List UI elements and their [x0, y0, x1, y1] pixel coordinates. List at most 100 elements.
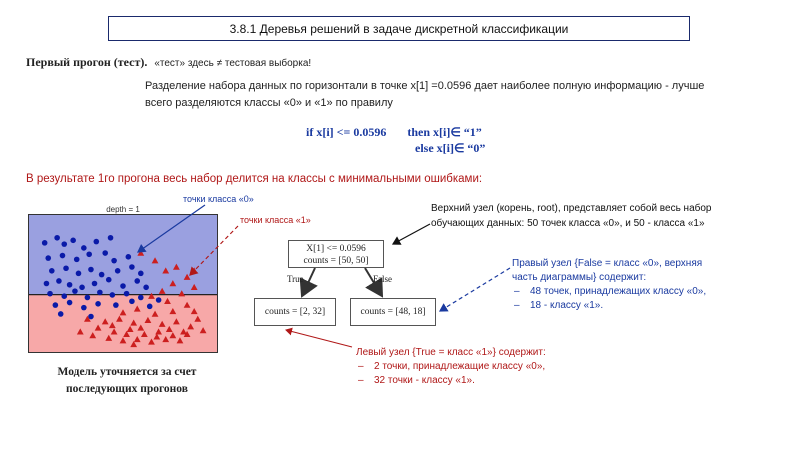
point-class0	[91, 280, 98, 287]
point-class0	[45, 255, 52, 261]
list-item: 2 точки, принадлежащие классу «0»,	[356, 360, 546, 374]
point-class1	[119, 309, 127, 316]
tree-left-node: counts = [2, 32]	[254, 298, 336, 326]
rule-then: then x[i]∈ “1”	[407, 125, 482, 139]
list-item: 48 точек, принадлежащих классу «0»,	[512, 285, 706, 299]
point-class1	[169, 332, 177, 339]
point-class1	[84, 315, 91, 322]
point-class1	[180, 328, 187, 335]
edge-true	[299, 267, 318, 298]
point-class0	[114, 268, 121, 274]
point-class0	[129, 264, 135, 270]
point-class1	[151, 310, 159, 317]
point-class1	[148, 292, 155, 299]
point-class0	[88, 266, 94, 273]
result-text: В результате 1го прогона весь набор дели…	[26, 173, 483, 185]
point-class0	[70, 237, 76, 244]
tree-root-node: X[1] <= 0.0596 counts = [50, 50]	[288, 240, 384, 268]
annotation-right: Правый узел {False = класс «0», верхняя …	[512, 257, 706, 313]
rule-else: else x[i]∈ “0”	[415, 141, 486, 155]
point-class1	[119, 337, 127, 344]
root-counts: counts = [50, 50]	[303, 256, 369, 266]
point-class1	[89, 332, 97, 339]
point-class0	[61, 241, 68, 247]
point-class1	[130, 341, 138, 348]
point-class1	[162, 267, 170, 274]
annotation-root: Верхний узел (корень, root), представляе…	[431, 201, 712, 231]
point-class0	[93, 238, 100, 245]
point-class0	[95, 301, 101, 307]
point-class1	[140, 330, 148, 338]
point-class1	[151, 257, 159, 264]
point-class1	[158, 320, 166, 327]
point-class0	[105, 276, 112, 283]
point-class0	[146, 303, 153, 310]
point-class0	[120, 283, 126, 289]
point-class1	[190, 308, 198, 315]
annotation-left: Левый узел {True = класс «1»} содержит: …	[356, 346, 546, 388]
point-class1	[126, 325, 134, 332]
point-class0	[88, 313, 94, 320]
annotation-root-1: Верхний узел (корень, root), представляе…	[431, 203, 712, 214]
arrow-root	[391, 223, 431, 245]
first-run-line: Первый прогон (тест). «тест» здесь ≠ тес…	[26, 55, 311, 70]
point-class0	[97, 289, 103, 296]
scatter-canvas	[28, 214, 218, 353]
point-class1	[105, 334, 113, 341]
point-class0	[155, 297, 162, 303]
point-class0	[129, 298, 135, 305]
point-class1	[108, 322, 116, 329]
point-class0	[41, 240, 48, 246]
point-class0	[43, 280, 50, 287]
point-class1	[153, 333, 161, 340]
split-explanation: Разделение набора данных по горизонтали …	[145, 78, 704, 112]
point-class1	[137, 324, 145, 331]
list-item: 32 точки - классу «1».	[356, 374, 546, 388]
point-class1	[183, 330, 191, 338]
point-class0	[81, 304, 87, 311]
point-class1	[173, 263, 180, 270]
point-class0	[56, 278, 62, 284]
point-class0	[86, 251, 92, 258]
point-class1	[123, 330, 130, 338]
true-label: True	[287, 274, 304, 284]
point-class1	[130, 319, 138, 326]
arrow-left-node	[285, 327, 353, 348]
scatter-plot: depth = 1	[28, 205, 218, 353]
point-class0	[79, 284, 85, 291]
point-class0	[84, 294, 91, 301]
point-class0	[138, 270, 144, 277]
point-class0	[111, 257, 117, 264]
point-class0	[98, 271, 105, 278]
point-class0	[138, 294, 144, 301]
point-class1	[133, 335, 141, 343]
first-run-heading: Первый прогон (тест).	[26, 55, 148, 69]
first-run-note: «тест» здесь ≠ тестовая выборка!	[154, 58, 312, 69]
annotation-root-2: обучающих данных: 50 точек класса «0», и…	[431, 218, 705, 229]
point-class0	[113, 302, 119, 308]
slide-title: 3.8.1 Деревья решений в задаче дискретно…	[229, 21, 569, 36]
split-text-2: всего разделяются классы «0» и «1» по пр…	[145, 97, 393, 109]
point-class1	[155, 328, 162, 335]
point-class0	[66, 299, 73, 306]
point-class1	[183, 301, 191, 308]
point-class0	[102, 250, 108, 256]
list-item: 18 - классу «1».	[512, 299, 706, 313]
point-class0	[107, 234, 114, 241]
point-class1	[194, 315, 202, 322]
point-class0	[125, 254, 132, 260]
point-class1	[101, 318, 109, 325]
point-class1	[162, 335, 170, 343]
point-class0	[54, 234, 60, 241]
chart-title: depth = 1	[106, 205, 140, 214]
point-class1	[148, 338, 155, 345]
point-class0	[72, 288, 78, 294]
point-class1	[199, 327, 207, 334]
point-class1	[133, 305, 141, 312]
point-class0	[47, 290, 53, 297]
point-class0	[143, 284, 149, 291]
point-class1	[183, 273, 191, 280]
point-class1	[176, 337, 184, 344]
point-class0	[81, 245, 87, 251]
